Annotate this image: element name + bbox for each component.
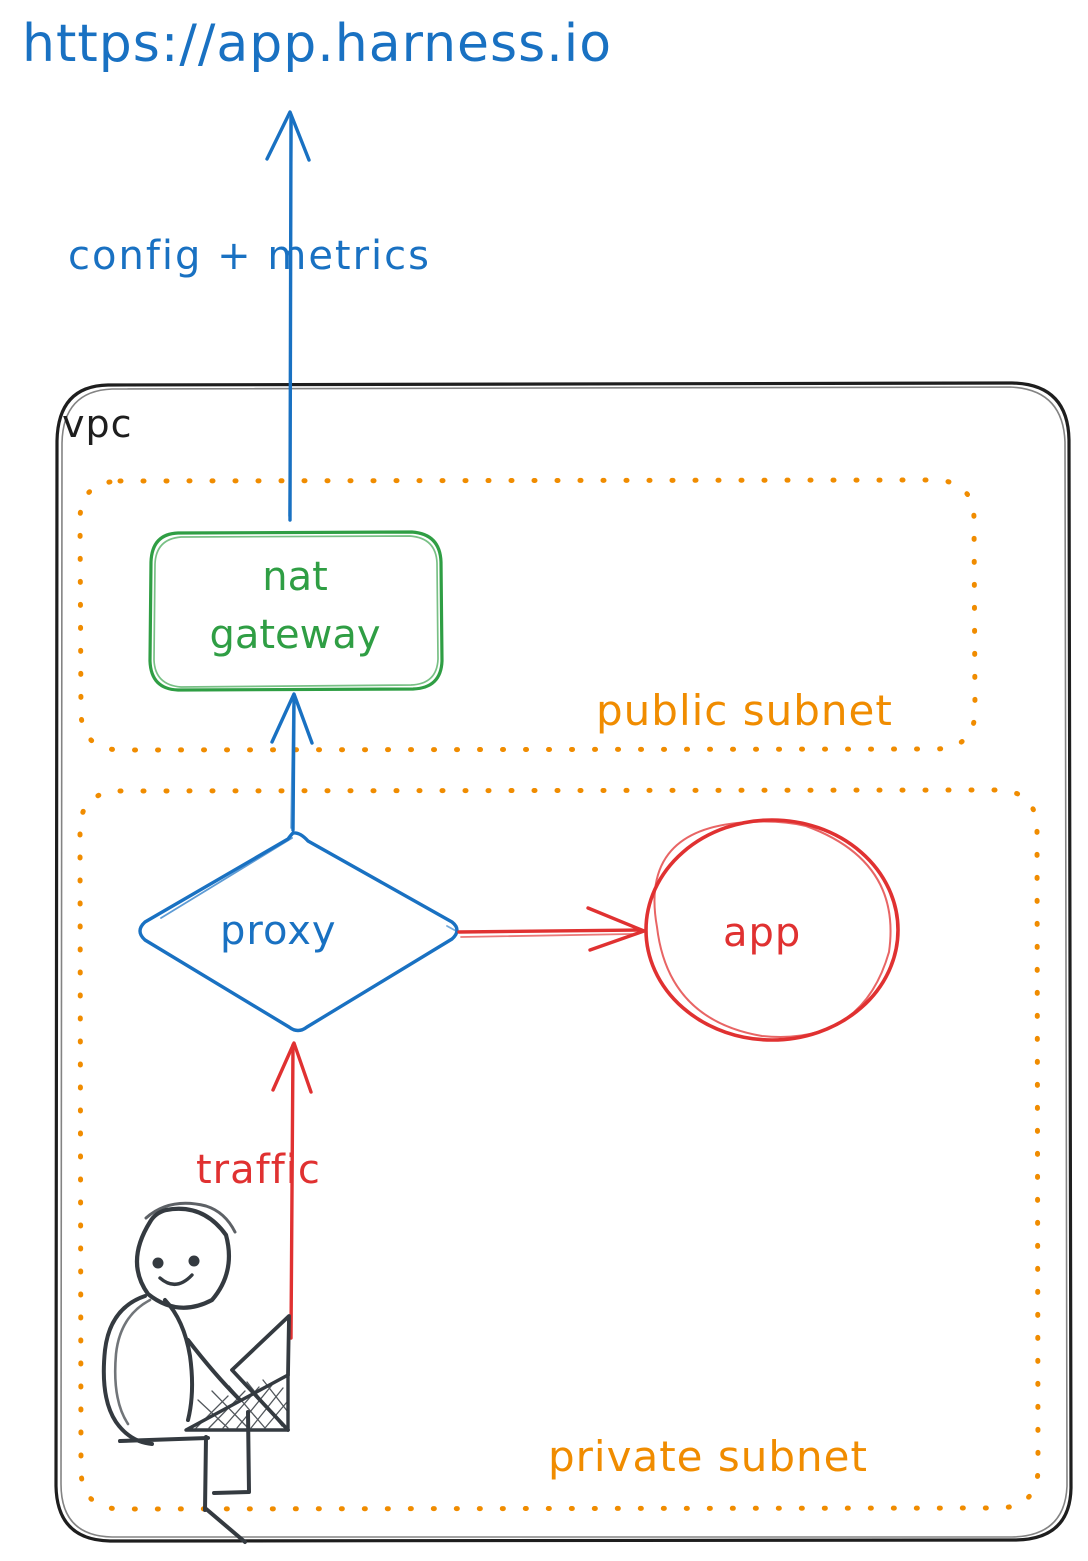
user-stick-figure-icon xyxy=(101,1201,291,1544)
arrow-proxy-to-app xyxy=(457,906,646,952)
vpc-label: vpc xyxy=(62,402,133,446)
nat-gateway-label-line2: gateway xyxy=(209,612,381,658)
private-subnet-boundary xyxy=(77,787,1041,1512)
private-subnet-label: private subnet xyxy=(548,1432,868,1481)
nat-gateway-label: nat gateway xyxy=(152,548,438,664)
arrow-natgw-to-internet xyxy=(265,110,311,522)
arrow-traffic-to-proxy xyxy=(271,1041,313,1340)
config-metrics-edge-label: config + metrics xyxy=(68,233,431,279)
app-label: app xyxy=(723,910,802,956)
nat-gateway-label-line1: nat xyxy=(262,554,328,600)
arrow-proxy-to-natgw xyxy=(270,692,314,832)
app-shape xyxy=(644,818,900,1042)
traffic-edge-label: traffic xyxy=(196,1147,321,1193)
internet-endpoint-label: https://app.harness.io xyxy=(22,14,613,74)
proxy-shape xyxy=(138,831,459,1033)
proxy-label: proxy xyxy=(220,908,337,954)
vpc-boundary xyxy=(54,381,1073,1543)
public-subnet-label: public subnet xyxy=(596,686,893,735)
nat-gateway-shape xyxy=(148,530,444,692)
